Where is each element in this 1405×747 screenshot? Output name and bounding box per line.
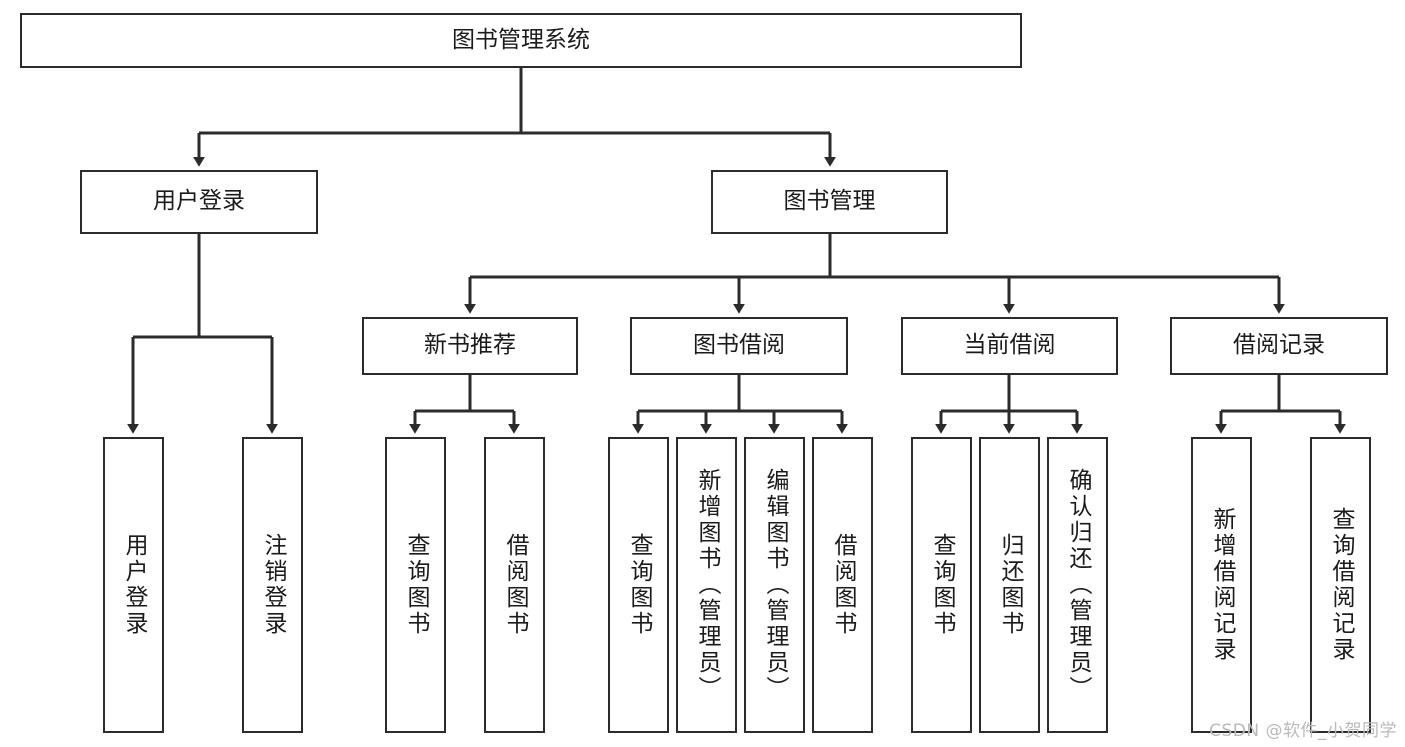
node-label: 新增借阅记录: [1209, 507, 1235, 663]
leaf-recommend-borrow-book[interactable]: 借阅图书: [484, 437, 545, 733]
node-label: 归还图书: [997, 533, 1023, 637]
leaf-current-return-book[interactable]: 归还图书: [979, 437, 1040, 733]
leaf-borrow-query-book[interactable]: 查询图书: [608, 437, 669, 733]
node-label: 编辑图书（管理员）: [762, 468, 788, 702]
node-label: 查询借阅记录: [1328, 507, 1354, 663]
leaf-user-login[interactable]: 用户登录: [103, 437, 164, 733]
node-label: 用户登录: [153, 188, 245, 215]
node-label: 注销登录: [260, 533, 286, 637]
node-book-management[interactable]: 图书管理: [711, 170, 948, 234]
leaf-recommend-query-book[interactable]: 查询图书: [385, 437, 446, 733]
leaf-user-logout[interactable]: 注销登录: [242, 437, 303, 733]
node-label: 当前借阅: [963, 332, 1056, 359]
leaf-borrow-edit-book-admin[interactable]: 编辑图书（管理员）: [744, 437, 805, 733]
leaf-current-query-book[interactable]: 查询图书: [911, 437, 972, 733]
node-book-borrow[interactable]: 图书借阅: [630, 317, 848, 375]
node-label: 确认归还（管理员）: [1065, 468, 1091, 702]
node-label: 借阅图书: [830, 533, 856, 637]
leaf-record-query-record[interactable]: 查询借阅记录: [1310, 437, 1371, 733]
node-label: 图书管理系统: [452, 26, 590, 53]
node-label: 借阅图书: [502, 533, 528, 637]
node-label: 查询图书: [929, 533, 955, 637]
leaf-current-confirm-return-admin[interactable]: 确认归还（管理员）: [1047, 437, 1108, 733]
node-label: 新增图书（管理员）: [694, 468, 720, 702]
leaf-record-add-record[interactable]: 新增借阅记录: [1191, 437, 1252, 733]
watermark-text: CSDN @软件_小贺同学: [1209, 721, 1397, 741]
node-label: 新书推荐: [424, 332, 516, 359]
node-label: 图书管理: [783, 188, 876, 215]
node-borrow-record[interactable]: 借阅记录: [1170, 317, 1388, 375]
node-root-system[interactable]: 图书管理系统: [20, 13, 1022, 68]
node-user-login[interactable]: 用户登录: [80, 170, 318, 234]
node-label: 图书借阅: [693, 332, 785, 359]
leaf-borrow-borrow-book[interactable]: 借阅图书: [812, 437, 873, 733]
node-current-borrow[interactable]: 当前借阅: [901, 317, 1118, 375]
node-label: 借阅记录: [1233, 332, 1325, 359]
node-label: 查询图书: [626, 533, 652, 637]
node-label: 查询图书: [403, 533, 429, 637]
node-label: 用户登录: [121, 533, 147, 637]
node-new-book-recommend[interactable]: 新书推荐: [362, 317, 578, 375]
leaf-borrow-add-book-admin[interactable]: 新增图书（管理员）: [676, 437, 737, 733]
